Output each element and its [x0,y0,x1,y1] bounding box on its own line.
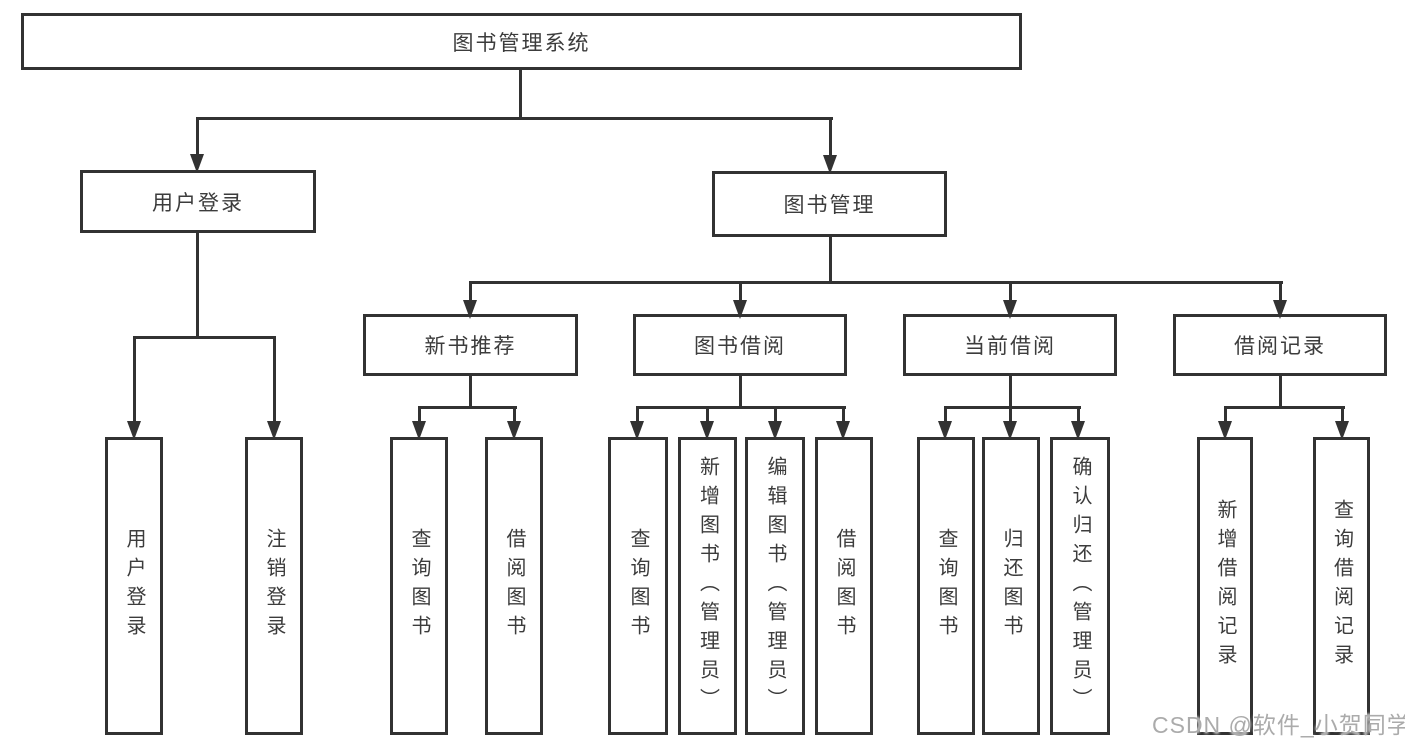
connector-line [196,119,199,155]
node-borrow-records-label: 借阅记录 [1234,335,1326,358]
connector-line [944,406,1081,409]
arrow-down-icon [1071,421,1085,440]
arrow-down-icon [630,421,644,440]
node-user-login-label: 用户登录 [152,191,244,215]
arrow-down-icon [836,421,850,440]
connector-line [1279,376,1282,409]
arrow-down-icon [127,421,141,440]
leaf-query-books-current: 查询图书 [917,437,975,735]
connector-line [1077,408,1080,422]
arrow-down-icon [190,154,204,173]
arrow-down-icon [700,421,714,440]
node-book-management: 图书管理 [712,171,947,237]
connector-line [519,70,522,118]
connector-line [469,283,472,301]
connector-line [1224,406,1345,409]
connector-line [774,408,777,422]
connector-line [706,408,709,422]
arrow-down-icon [938,421,952,440]
connector-line [196,117,833,120]
arrow-down-icon [1003,300,1017,319]
connector-line [636,408,639,422]
leaf-confirm-return-admin: 确认归还（管理员） [1050,437,1110,735]
connector-line [133,336,276,339]
leaf-logout: 注销登录 [245,437,303,735]
arrow-down-icon [823,155,837,174]
leaf-query-books-recommend: 查询图书 [390,437,448,735]
connector-line [469,376,472,409]
connector-line [636,406,846,409]
leaf-borrow-books-recommend: 借阅图书 [485,437,543,735]
leaf-query-books-borrow: 查询图书 [608,437,668,735]
connector-line [1341,408,1344,422]
node-current-borrow-label: 当前借阅 [964,335,1056,358]
node-current-borrow: 当前借阅 [903,314,1117,376]
connector-line [739,283,742,301]
connector-line [513,408,516,422]
leaf-borrow-books-borrow: 借阅图书 [815,437,873,735]
node-new-book-recommend: 新书推荐 [363,314,578,376]
connector-line [1009,408,1012,422]
arrow-down-icon [412,421,426,440]
connector-line [469,281,1283,284]
connector-line [196,233,199,339]
arrow-down-icon [1273,300,1287,319]
node-borrow-records: 借阅记录 [1173,314,1387,376]
arrow-down-icon [463,300,477,319]
node-new-book-recommend-label: 新书推荐 [424,335,517,358]
connector-line [1009,376,1012,409]
connector-line [1279,283,1282,301]
arrow-down-icon [1335,421,1349,440]
node-root: 图书管理系统 [21,13,1022,70]
leaf-user-login: 用户登录 [105,437,163,735]
arrow-down-icon [733,300,747,319]
arrow-down-icon [507,421,521,440]
connector-line [1224,408,1227,422]
connector-line [1009,283,1012,301]
connector-line [133,338,136,422]
connector-line [829,237,832,284]
connector-line [842,408,845,422]
leaf-edit-book-admin: 编辑图书（管理员） [745,437,805,735]
connector-line [418,406,517,409]
node-root-label: 图书管理系统 [452,31,591,55]
leaf-add-book-admin: 新增图书（管理员） [678,437,737,735]
arrow-down-icon [768,421,782,440]
csdn-watermark: CSDN @软件_小贺同学 [1152,712,1405,738]
node-book-borrow-label: 图书借阅 [694,335,786,358]
connector-line [739,376,742,409]
connector-line [829,119,832,156]
leaf-query-borrow-record: 查询借阅记录 [1313,437,1370,735]
connector-line [418,408,421,422]
node-book-borrow: 图书借阅 [633,314,847,376]
node-user-login: 用户登录 [80,170,316,233]
connector-line [944,408,947,422]
node-book-management-label: 图书管理 [783,194,876,217]
arrow-down-icon [1218,421,1232,440]
leaf-return-book: 归还图书 [982,437,1040,735]
arrow-down-icon [1003,421,1017,440]
leaf-add-borrow-record: 新增借阅记录 [1197,437,1253,735]
connector-line [273,338,276,422]
arrow-down-icon [267,421,281,440]
